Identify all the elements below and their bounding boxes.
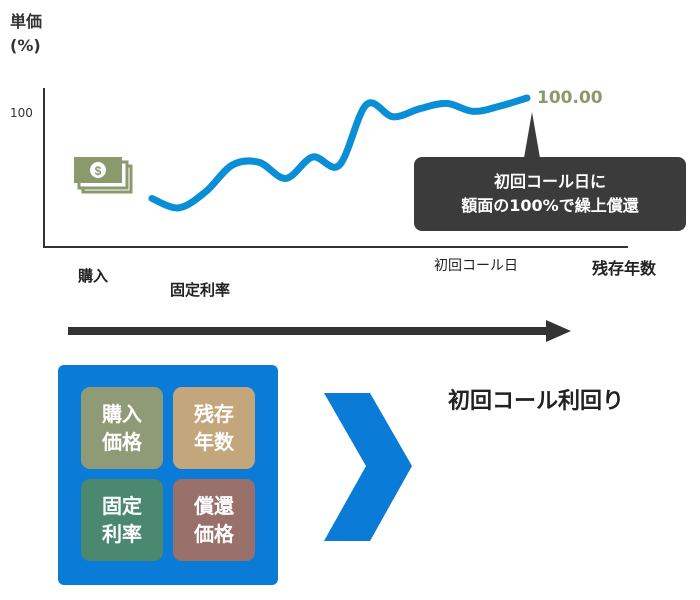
factor-tile-fixed-rate: 固定 利率 — [81, 479, 163, 561]
factor-tile-purchase-price: 購入 価格 — [81, 387, 163, 469]
x-call-date-label: 初回コール日 — [434, 258, 518, 274]
y-axis-label: 単価 (%) — [10, 12, 43, 55]
end-value-label: 100.00 — [537, 88, 603, 108]
callout-line-2: 額面の100%で繰上償還 — [461, 196, 639, 215]
callout-pointer — [524, 112, 540, 158]
price-line — [148, 94, 531, 212]
purchase-label: 購入 — [78, 267, 109, 285]
callout-line-1: 初回コール日に — [493, 172, 606, 191]
first-call-yield-label: 初回コール利回り — [448, 389, 625, 414]
timeline-arrow-icon — [68, 320, 571, 342]
yield-factors-panel: 購入 価格 残存 年数 固定 利率 償還 価格 — [58, 365, 278, 585]
call-redemption-callout: 初回コール日に 額面の100%で繰上償還 — [414, 157, 686, 231]
fixed-rate-label: 固定利率 — [170, 281, 231, 299]
y-tick-100: 100 — [10, 106, 33, 120]
x-axis-label: 残存年数 — [592, 259, 657, 278]
chevron-right-icon — [324, 393, 412, 541]
factor-tile-remaining-years: 残存 年数 — [173, 387, 255, 469]
factor-tile-redemption-price: 償還 価格 — [173, 479, 255, 561]
svg-text:$: $ — [95, 164, 102, 178]
money-bills-icon: $ — [74, 157, 133, 194]
